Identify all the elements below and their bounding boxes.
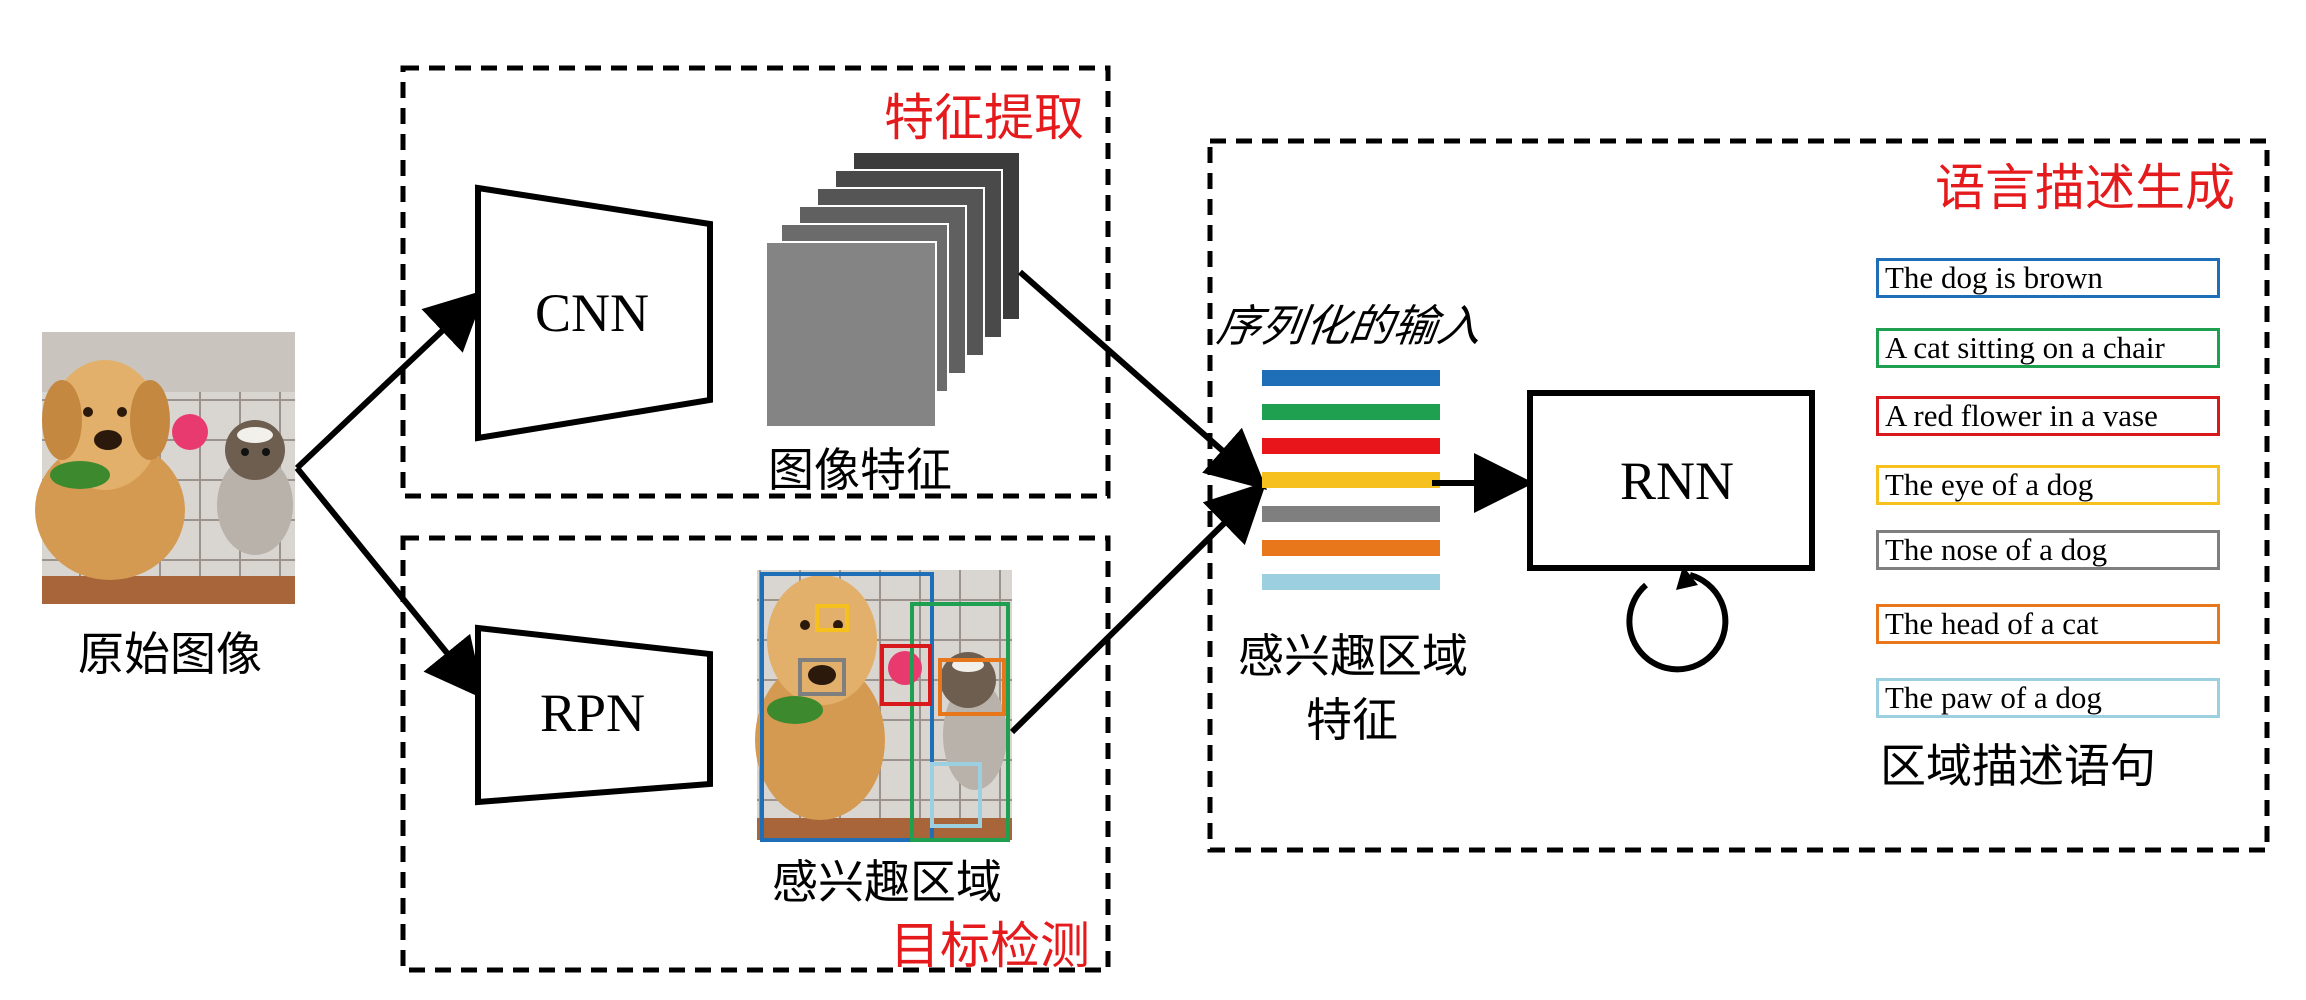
serialized-input-label: 序列化的输入 [1213,301,1485,352]
original-image [35,332,295,604]
sentence-box: The nose of a dog [1876,530,2220,570]
feature-extraction-title: 特征提取 [884,89,1084,147]
feature-bar-1 [1262,370,1440,386]
roi-features-label-line2: 特征 [1306,693,1398,747]
object-detection-frame [400,535,1111,973]
arrow-features-to-input [1018,269,1267,490]
feature-bar-4 [1262,472,1440,488]
roi-box-cat-head [938,658,1006,716]
arrow-to-rpn [294,466,485,700]
feature-bar-3 [1262,438,1440,454]
cnn-block [475,184,713,442]
feature-bar-7 [1262,574,1440,590]
feature-bar-6 [1262,540,1440,556]
sentence-box: The paw of a dog [1876,678,2220,718]
region-sentences-label: 区域描述语句 [1880,739,2156,793]
roi-image [755,570,1012,840]
sentence-box: The dog is brown [1876,258,2220,298]
rnn-label: RNN [1620,451,1735,511]
roi-box-nose [798,658,846,696]
roi-box-paw [930,762,982,828]
language-generation-title: 语言描述生成 [1935,159,2235,217]
roi-label: 感兴趣区域 [772,855,1002,909]
rpn-label: RPN [540,683,646,743]
feature-extraction-frame [400,65,1111,499]
sentence-box: A red flower in a vase [1876,396,2220,436]
arrow-to-cnn [294,289,486,471]
feature-bar-2 [1262,404,1440,420]
rpn-block [475,624,713,806]
image-features-label: 图像特征 [768,443,952,497]
original-image-label: 原始图像 [78,627,262,681]
sentence-box: The eye of a dog [1876,465,2220,505]
roi-box-cat [910,602,1010,842]
roi-feature-bars [1262,370,1440,590]
sentence-box: The head of a cat [1876,604,2220,644]
rnn-block [1527,390,1815,571]
object-detection-title: 目标检测 [890,917,1090,975]
feature-bar-5 [1262,506,1440,522]
roi-features-label-line1: 感兴趣区域 [1238,629,1468,683]
cnn-label: CNN [535,283,650,343]
rnn-loop-arrowhead [1676,566,1698,590]
sentence-box: A cat sitting on a chair [1876,328,2220,368]
roi-box-flower [880,644,932,706]
roi-box-eye [815,604,849,632]
feature-map-stack [765,151,1021,428]
rnn-loop [1626,572,1729,673]
roi-box-dog [760,572,934,842]
arrow-roi-to-input [1009,481,1267,735]
